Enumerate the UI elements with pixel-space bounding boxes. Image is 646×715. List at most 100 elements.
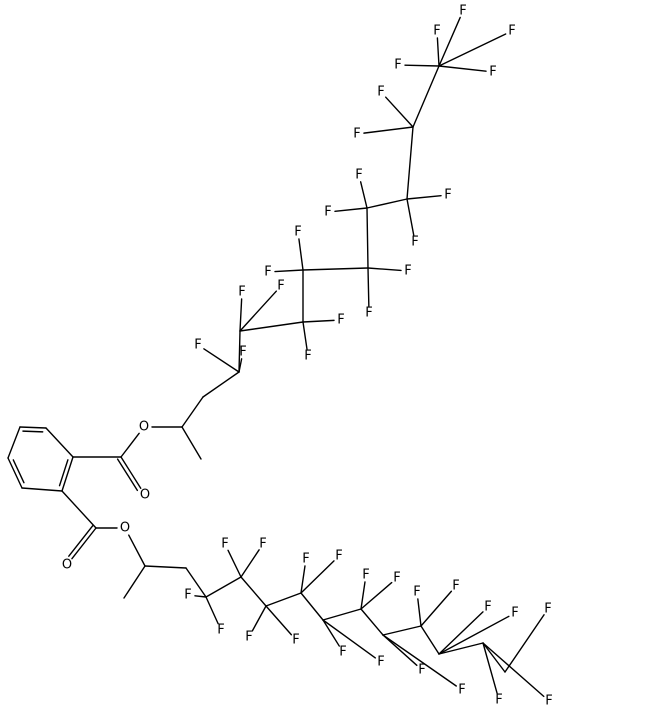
fluorine-label: F <box>294 225 301 240</box>
bond-c2-c3 <box>19 426 47 429</box>
fluorine-label: F <box>353 127 360 142</box>
bond-ca-oa1-double <box>116 458 139 492</box>
bond-u9-F10 <box>334 207 368 212</box>
bond-u5-F2 <box>239 298 243 332</box>
bond-l12-F38 <box>438 615 510 655</box>
fluorine-label: F <box>413 585 420 600</box>
bond-u4-F1 <box>203 348 240 373</box>
fluorine-label: F <box>292 633 299 648</box>
fluorine-label: F <box>452 579 459 594</box>
bond-u11-u12 <box>412 65 440 128</box>
bond-lb1-lb2 <box>123 565 146 599</box>
bond-ob2-lb1 <box>128 534 146 567</box>
bond-lb3-l4 <box>185 567 207 598</box>
fluorine-label: F <box>355 168 362 183</box>
fluorine-label: F <box>339 645 346 660</box>
bond-ua3-u4 <box>202 371 240 398</box>
bond-c6-c1 <box>61 456 74 492</box>
bond-layer <box>7 16 545 698</box>
bond-u12-F19 <box>438 33 507 67</box>
bond-u12-F17 <box>436 37 440 67</box>
bond-ua1-ua3 <box>181 396 204 428</box>
bond-l6-l7 <box>265 592 302 607</box>
bond-u10-F13 <box>406 194 442 200</box>
fluorine-label: F <box>377 85 384 100</box>
bond-ua1-ua2 <box>181 426 202 460</box>
fluorine-label: F <box>495 693 502 708</box>
oxygen-label-oa1: O <box>140 488 150 503</box>
bond-l4-F22 <box>205 596 219 625</box>
bond-u12-F20 <box>438 65 487 72</box>
bond-u7-F6 <box>274 269 304 273</box>
bond-l13-F39 <box>482 642 498 694</box>
bond-lb1-lb3 <box>144 565 187 569</box>
bond-l6-F26 <box>265 605 293 636</box>
bond-u12-F18 <box>438 16 461 67</box>
bond-u8-u9 <box>366 207 369 269</box>
bond-u11-F15 <box>363 126 414 134</box>
fluorine-label: F <box>394 58 401 73</box>
bond-c4-c5 <box>7 457 23 489</box>
fluorine-label: F <box>221 537 228 552</box>
fluorine-label: F <box>264 265 271 280</box>
oxygen-label-ob2: O <box>120 521 130 536</box>
bond-u11-F14 <box>385 96 414 128</box>
bond-c3-c4 <box>7 426 21 459</box>
fluorine-label: F <box>277 279 284 294</box>
fluorine-label: F <box>393 571 400 586</box>
bond-u10-F12 <box>406 198 415 236</box>
fluorine-label: F <box>544 602 551 617</box>
fluorine-label: F <box>217 623 224 638</box>
bond-ca-oa1 <box>120 456 142 489</box>
bond-u6-F4 <box>302 321 308 350</box>
fluorine-label: F <box>239 345 246 360</box>
bond-c6-c1-double <box>58 459 69 487</box>
bond-u8-F9 <box>367 267 402 272</box>
fluorine-label: F <box>508 24 515 39</box>
bond-u4-F0 <box>238 358 243 373</box>
bond-l10-l11 <box>382 625 422 636</box>
fluorine-label: F <box>404 264 411 279</box>
bond-c6-cb <box>61 490 97 529</box>
bond-l12-l13 <box>438 642 484 655</box>
bond-l14-F41 <box>504 614 545 673</box>
fluorine-label: F <box>259 537 266 552</box>
fluorine-label: F <box>418 663 425 678</box>
bond-u7-u8 <box>302 267 369 271</box>
bond-l8-l9 <box>322 608 362 621</box>
bond-cb-ob1 <box>71 527 97 560</box>
bond-l5-F24 <box>240 549 260 578</box>
fluorine-label: F <box>362 568 369 583</box>
bond-u8-F8 <box>367 267 370 307</box>
oxygen-label-oa2: O <box>139 420 149 435</box>
fluorine-label: F <box>489 65 496 80</box>
fluorine-label: F <box>245 630 252 645</box>
bond-l5-l6 <box>240 576 267 607</box>
bond-ca-oa2 <box>120 432 140 458</box>
bond-u10-u11 <box>406 126 414 200</box>
bond-u5-F3 <box>239 290 277 332</box>
bond-u4-u5 <box>238 330 241 373</box>
bond-l9-l10 <box>360 608 384 636</box>
fluorine-label: F <box>433 24 440 39</box>
bond-l12-F37 <box>438 611 484 655</box>
bond-u7-F7 <box>298 238 304 271</box>
fluorine-label: F <box>302 552 309 567</box>
fluorine-label: F <box>377 655 384 670</box>
bond-l8-F30 <box>322 619 377 659</box>
fluorine-label: F <box>545 694 552 709</box>
fluorine-label: F <box>184 588 191 603</box>
bond-l5-F23 <box>227 549 242 578</box>
bond-c2-c3-double <box>22 430 44 433</box>
fluorine-label: F <box>511 606 518 621</box>
bond-l4-l5 <box>205 576 242 598</box>
fluorine-label: F <box>335 549 342 564</box>
fluorine-label: F <box>304 349 311 364</box>
fluorine-label: F <box>337 313 344 328</box>
bond-l8-F29 <box>322 619 340 647</box>
fluorine-label: F <box>411 235 418 250</box>
fluorine-label: F <box>365 306 372 321</box>
bond-l9-F32 <box>360 581 393 610</box>
fluorine-label: F <box>484 600 491 615</box>
bond-l11-F36 <box>420 590 453 627</box>
